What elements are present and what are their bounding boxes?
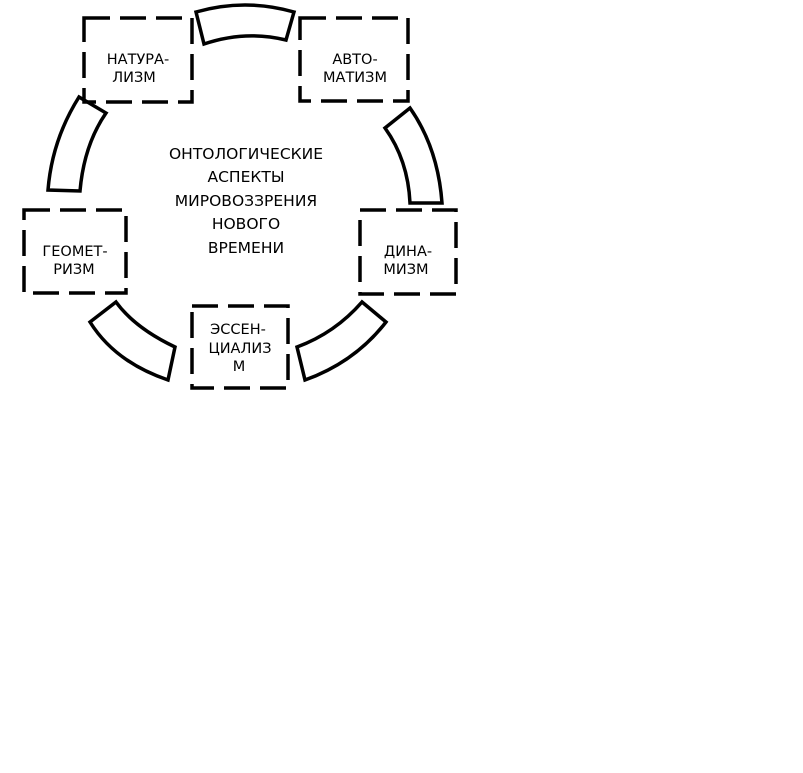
center-label-line-2: АСПЕКТЫ bbox=[207, 168, 284, 186]
node-box-automatism bbox=[298, 16, 410, 103]
node-box-essentialism bbox=[190, 304, 290, 390]
center-label: ОНТОЛОГИЧЕСКИЕ АСПЕКТЫ МИРОВОЗЗРЕНИЯ НОВ… bbox=[169, 145, 323, 257]
center-label-line-1: ОНТОЛОГИЧЕСКИЕ bbox=[169, 145, 323, 163]
naturalism-line-2: ЛИЗМ bbox=[112, 70, 156, 86]
dynamism-line-1: ДИНА- bbox=[384, 244, 432, 260]
automatism-line-1: АВТО- bbox=[332, 52, 377, 68]
node-label-geometrism: ГЕОМЕТ- РИЗМ bbox=[42, 244, 107, 278]
arc-connector-lower-right bbox=[294, 299, 389, 383]
node-label-naturalism: НАТУРА- ЛИЗМ bbox=[107, 52, 169, 86]
naturalism-line-1: НАТУРА- bbox=[107, 52, 169, 68]
node-box-naturalism bbox=[82, 16, 194, 104]
node-box-dynamism bbox=[358, 208, 458, 296]
node-box-geometrism bbox=[22, 208, 128, 295]
arc-connector-upper-right bbox=[382, 105, 444, 205]
node-label-essentialism: ЭССЕН- ЦИАЛИЗ М bbox=[208, 322, 271, 375]
node-label-automatism: АВТО- МАТИЗМ bbox=[323, 52, 387, 86]
essentialism-line-3: М bbox=[233, 359, 246, 375]
center-label-line-3: МИРОВОЗЗРЕНИЯ bbox=[175, 192, 317, 210]
node-label-dynamism: ДИНА- МИЗМ bbox=[383, 244, 432, 278]
arc-connector-lower-left bbox=[87, 299, 177, 383]
essentialism-line-1: ЭССЕН- bbox=[210, 322, 266, 338]
essentialism-line-2: ЦИАЛИЗ bbox=[208, 341, 271, 357]
center-label-line-5: ВРЕМЕНИ bbox=[208, 239, 284, 257]
center-label-line-4: НОВОГО bbox=[212, 215, 280, 233]
geometrism-line-2: РИЗМ bbox=[53, 262, 94, 278]
arc-connector-top bbox=[193, 3, 297, 47]
arc-connector-upper-left bbox=[46, 94, 109, 193]
automatism-line-2: МАТИЗМ bbox=[323, 70, 387, 86]
dynamism-line-2: МИЗМ bbox=[383, 262, 428, 278]
geometrism-line-1: ГЕОМЕТ- bbox=[42, 244, 107, 260]
